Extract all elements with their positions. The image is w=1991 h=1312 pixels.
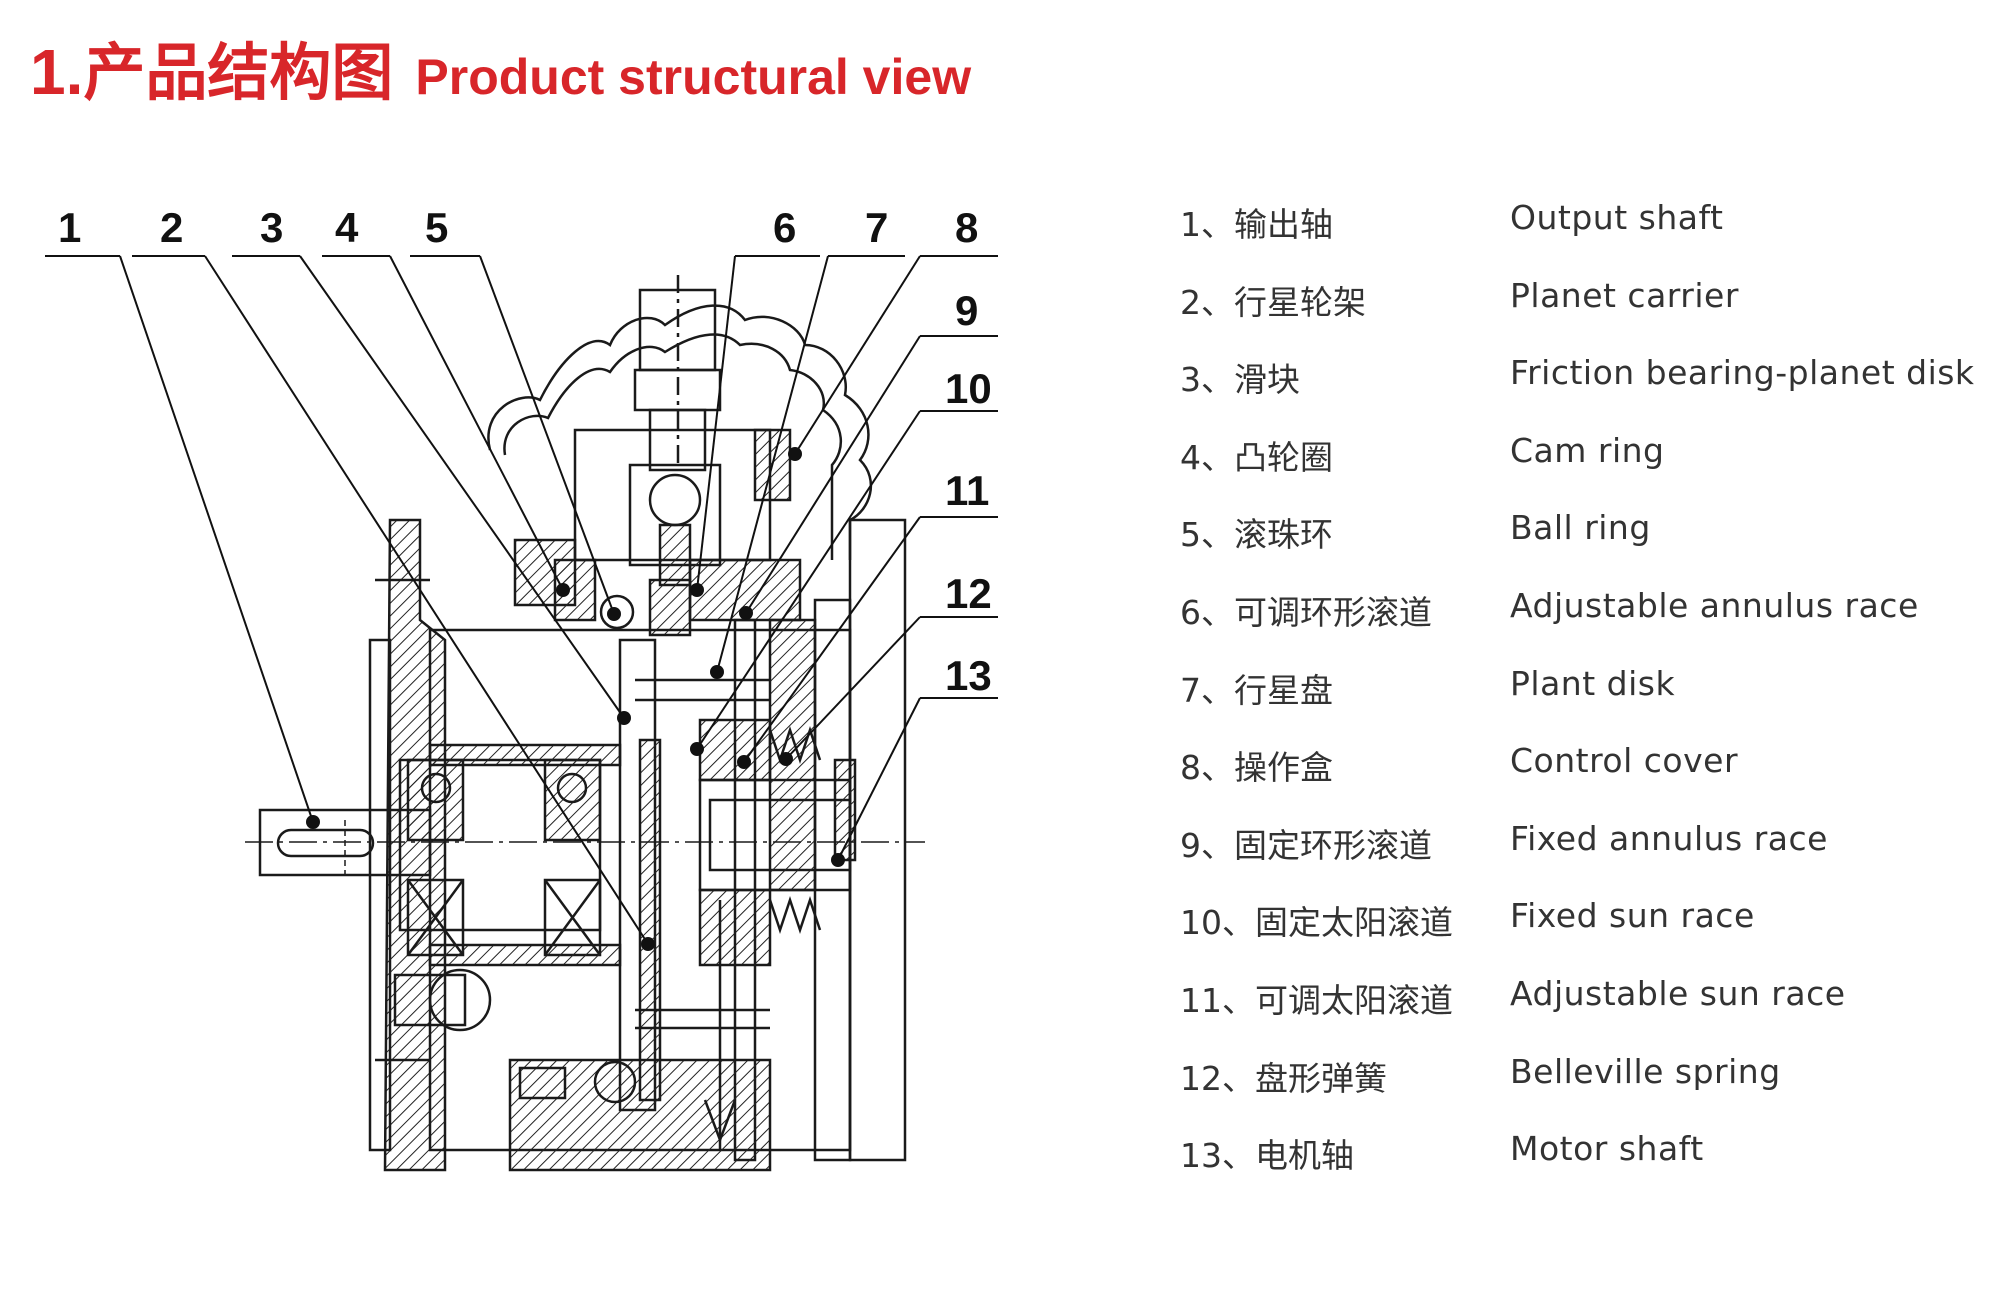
- legend-en: Plant disk: [1510, 663, 1676, 703]
- callout-lines: [45, 255, 998, 945]
- legend-en: Output shaft: [1510, 198, 1724, 237]
- legend-zh: 3、滑块: [1180, 360, 1300, 400]
- parts-legend: 1、输出轴 Output shaft 2、行星轮架 Planet carrier 3…: [1180, 198, 1974, 1207]
- legend-zh: 13、电机轴: [1180, 1136, 1354, 1176]
- legend-en: Fixed sun race: [1510, 896, 1755, 936]
- callout-4: 4: [335, 204, 359, 251]
- legend-en: Motor shaft: [1510, 1129, 1704, 1169]
- legend-row-2: 2、行星轮架 Planet carrier: [1180, 276, 1970, 354]
- legend-zh: 5、滚珠环: [1180, 515, 1333, 555]
- legend-en: Friction bearing-planet disk: [1510, 353, 1975, 393]
- legend-zh: 10、固定太阳滚道: [1180, 903, 1453, 943]
- legend-row-6: 6、可调环形滚道 Adjustable annulus race: [1180, 586, 1970, 664]
- legend-zh: 2、行星轮架: [1180, 282, 1366, 322]
- legend-zh: 1、输出轴: [1180, 205, 1333, 244]
- callout-dots: [306, 447, 845, 951]
- legend-row-13: 13、电机轴 Motor shaft: [1180, 1129, 1970, 1207]
- callout-8: 8: [955, 204, 978, 251]
- legend-en: Adjustable sun race: [1510, 973, 1846, 1013]
- callout-2: 2: [160, 204, 183, 251]
- callout-12: 12: [945, 570, 992, 617]
- legend-en: Belleville spring: [1510, 1051, 1781, 1091]
- legend-en: Control cover: [1510, 741, 1739, 781]
- title-chinese: 产品结构图: [83, 36, 394, 109]
- legend-zh: 4、凸轮圈: [1180, 437, 1333, 477]
- legend-row-3: 3、滑块 Friction bearing-planet disk: [1180, 353, 1974, 431]
- legend-zh: 12、盘形弹簧: [1180, 1058, 1387, 1098]
- legend-en: Planet carrier: [1510, 275, 1739, 315]
- callout-5: 5: [425, 204, 448, 251]
- legend-zh: 8、操作盒: [1180, 748, 1333, 788]
- callout-11: 11: [945, 467, 989, 514]
- legend-row-10: 10、固定太阳滚道 Fixed sun race: [1180, 896, 1970, 974]
- callout-3: 3: [260, 204, 283, 251]
- legend-zh: 9、固定环形滚道: [1180, 825, 1432, 865]
- legend-row-8: 8、操作盒 Control cover: [1180, 741, 1970, 819]
- legend-en: Adjustable annulus race: [1510, 585, 1919, 625]
- legend-en: Ball ring: [1510, 508, 1651, 548]
- legend-zh: 6、可调环形滚道: [1180, 592, 1432, 632]
- legend-row-12: 12、盘形弹簧 Belleville spring: [1180, 1052, 1970, 1130]
- page-title: 1.产品结构图 Product structural view: [30, 22, 971, 112]
- callout-7: 7: [865, 204, 888, 251]
- callout-13: 13: [945, 652, 992, 699]
- legend-zh: 11、可调太阳滚道: [1180, 980, 1453, 1020]
- title-english: Product structural view: [415, 49, 972, 105]
- legend-row-7: 7、行星盘 Plant disk: [1180, 664, 1970, 742]
- callout-1: 1: [58, 204, 81, 251]
- legend-row-4: 4、凸轮圈 Cam ring: [1180, 431, 1970, 509]
- legend-zh: 7、行星盘: [1180, 670, 1333, 710]
- legend-en: Fixed annulus race: [1510, 818, 1828, 858]
- callout-9: 9: [955, 287, 978, 334]
- legend-row-5: 5、滚珠环 Ball ring: [1180, 508, 1970, 586]
- legend-row-11: 11、可调太阳滚道 Adjustable sun race: [1180, 974, 1970, 1052]
- title-number: 1.: [30, 36, 84, 108]
- output-shaft: [258, 808, 432, 877]
- control-cover-outline: [487, 304, 873, 560]
- legend-row-9: 9、固定环形滚道 Fixed annulus race: [1180, 819, 1970, 897]
- legend-en: Cam ring: [1510, 430, 1665, 470]
- legend-row-1: 1、输出轴 Output shaft: [1180, 198, 1970, 276]
- flange-outline: [383, 518, 447, 1172]
- callout-6: 6: [773, 204, 796, 251]
- callout-10: 10: [945, 365, 992, 412]
